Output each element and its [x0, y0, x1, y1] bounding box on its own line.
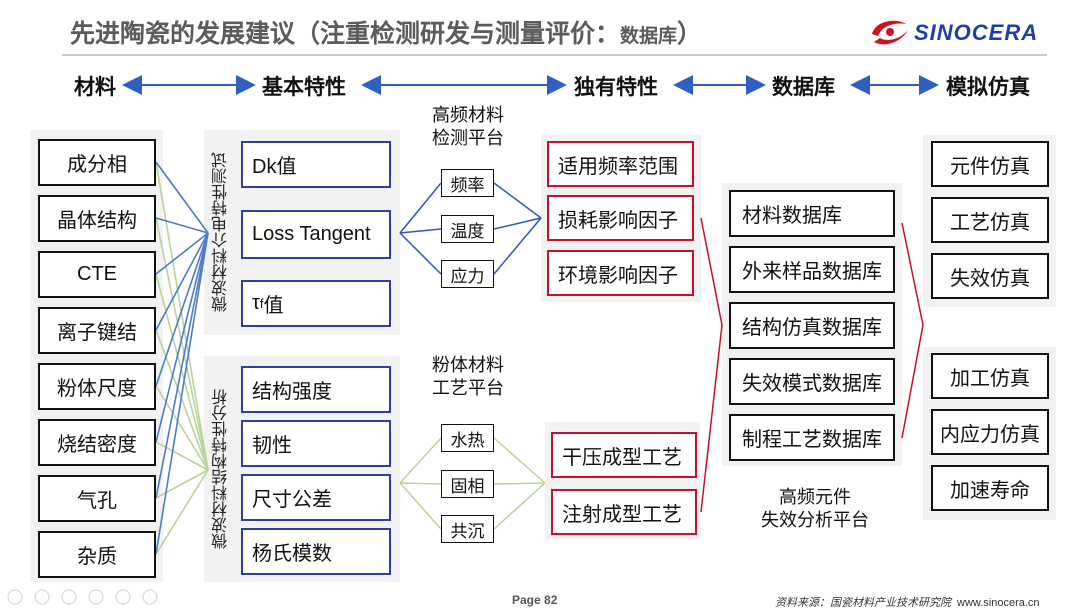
structural-link-2 [155, 273, 209, 471]
structural-sim-database-box: 结构仿真数据库 [729, 302, 895, 349]
material-links [155, 161, 209, 555]
structural-vertical-label: 微波材料结构特性分析 [213, 389, 230, 549]
prev-slide-icon [7, 589, 23, 605]
structural-link-3 [155, 329, 209, 471]
accelerated-life-box: 加速寿命 [931, 465, 1049, 511]
powder-platform-label-line1: 粉体材料 [432, 355, 504, 375]
header-basic-properties: 基本特性 [262, 76, 346, 99]
zoom-icon [115, 589, 131, 605]
structural-link-5 [155, 441, 209, 471]
powder-platform-links [399, 437, 546, 530]
machining-sim-box: 加工仿真 [931, 353, 1049, 399]
pen-icon [61, 589, 77, 605]
toughness-box: 韧性 [241, 420, 391, 467]
material-phase: 成分相 [38, 139, 156, 186]
hf-platform-label-line2: 检测平台 [432, 128, 504, 148]
loss-factor-box: 损耗影响因子 [547, 195, 694, 241]
dielectric-link-3 [155, 232, 209, 331]
material-cte: CTE [38, 251, 156, 298]
material-powder-size: 粉体尺度 [38, 363, 156, 410]
header-database: 数据库 [772, 76, 835, 99]
material-porosity: 气孔 [38, 475, 156, 522]
failure-platform-label-line1: 高频元件 [779, 487, 851, 507]
process-database-box: 制程工艺数据库 [729, 414, 895, 461]
loss-tangent-box: Loss Tangent [241, 210, 391, 259]
injection-molding-box: 注射成型工艺 [551, 489, 697, 535]
process-sim-box: 工艺仿真 [931, 197, 1049, 243]
strength-box: 结构强度 [241, 366, 391, 413]
slideshow-controls[interactable] [6, 588, 186, 606]
environment-factor-box: 环境影响因子 [547, 250, 694, 296]
dielectric-link-7 [155, 232, 209, 555]
dielectric-link-4 [155, 232, 209, 387]
page-number: Page 82 [512, 593, 558, 607]
structural-link-7 [155, 469, 209, 555]
failure-platform-label: 高频元件 失效分析平台 [740, 486, 890, 532]
sinocera-logo: SINOCERA [866, 14, 1051, 50]
title-end: ） [677, 20, 703, 48]
dimension-tolerance-box: 尺寸公差 [241, 474, 391, 521]
source-note: 资料来源：国瓷材料产业技术研究院 www.sinocera.cn [775, 594, 1040, 610]
next-slide-icon [34, 589, 50, 605]
source-url[interactable]: www.sinocera.cn [957, 597, 1040, 609]
more-icon [142, 589, 158, 605]
structural-link-1 [155, 217, 209, 471]
dielectric-vertical-label: 微波材料介电特性测试 [213, 152, 230, 313]
header-unique-properties: 独有特性 [574, 76, 658, 99]
header-simulation: 模拟仿真 [946, 76, 1030, 99]
frequency-range-box: 适用频率范围 [547, 141, 694, 187]
logo-text: SINOCERA [914, 20, 1039, 45]
failure-mode-database-box: 失效模式数据库 [729, 358, 895, 405]
source-text: 资料来源：国瓷材料产业技术研究院 [775, 597, 951, 609]
dielectric-link-6 [155, 232, 209, 499]
logo-mark-icon [872, 20, 908, 45]
hf-platform-label: 高频材料 检测平台 [418, 104, 518, 150]
internal-stress-sim-box: 内应力仿真 [931, 409, 1049, 455]
hf-platform-label-line1: 高频材料 [432, 105, 504, 125]
failure-platform-label-line2: 失效分析平台 [761, 510, 869, 530]
material-sinter-density: 烧结密度 [38, 419, 156, 466]
page-title: 先进陶瓷的发展建议（注重检测研发与测量评价：数据库） [70, 14, 702, 50]
dielectric-link-5 [155, 232, 209, 443]
structural-link-4 [155, 385, 209, 471]
title-highlight: 数据库 [620, 26, 678, 47]
title-main: 先进陶瓷的发展建议（注重检测研发与测量评价： [70, 20, 621, 48]
stress-box: 应力 [441, 260, 494, 288]
powder-platform-label-line2: 工艺平台 [432, 378, 504, 398]
database-bracket-lines [700, 217, 924, 513]
dielectric-link-1 [155, 217, 209, 234]
component-sim-box: 元件仿真 [931, 141, 1049, 187]
temperature-box: 温度 [441, 215, 494, 243]
title-divider [62, 54, 1047, 56]
material-database-box: 材料数据库 [729, 190, 895, 237]
material-crystal-structure: 晶体结构 [38, 195, 156, 242]
dry-press-process-box: 干压成型工艺 [551, 432, 697, 478]
external-sample-database-box: 外来样品数据库 [729, 246, 895, 293]
material-impurity: 杂质 [38, 531, 156, 578]
youngs-modulus-box: 杨氏模数 [241, 528, 391, 575]
structural-link-0 [155, 161, 209, 471]
coprecipitation-box: 共沉 [441, 515, 494, 543]
dielectric-link-0 [155, 161, 209, 234]
material-ionic-bond: 离子键结 [38, 307, 156, 354]
hf-platform-links [399, 182, 542, 275]
dielectric-link-2 [155, 232, 209, 275]
slides-icon [88, 589, 104, 605]
powder-platform-label: 粉体材料 工艺平台 [418, 354, 518, 400]
header-materials: 材料 [74, 76, 116, 99]
structural-link-6 [155, 469, 209, 499]
hydrothermal-box: 水热 [441, 424, 494, 452]
solid-phase-box: 固相 [441, 470, 494, 498]
dk-value-box: Dk值 [241, 141, 391, 188]
failure-sim-box: 失效仿真 [931, 253, 1049, 299]
frequency-box: 频率 [441, 169, 494, 197]
